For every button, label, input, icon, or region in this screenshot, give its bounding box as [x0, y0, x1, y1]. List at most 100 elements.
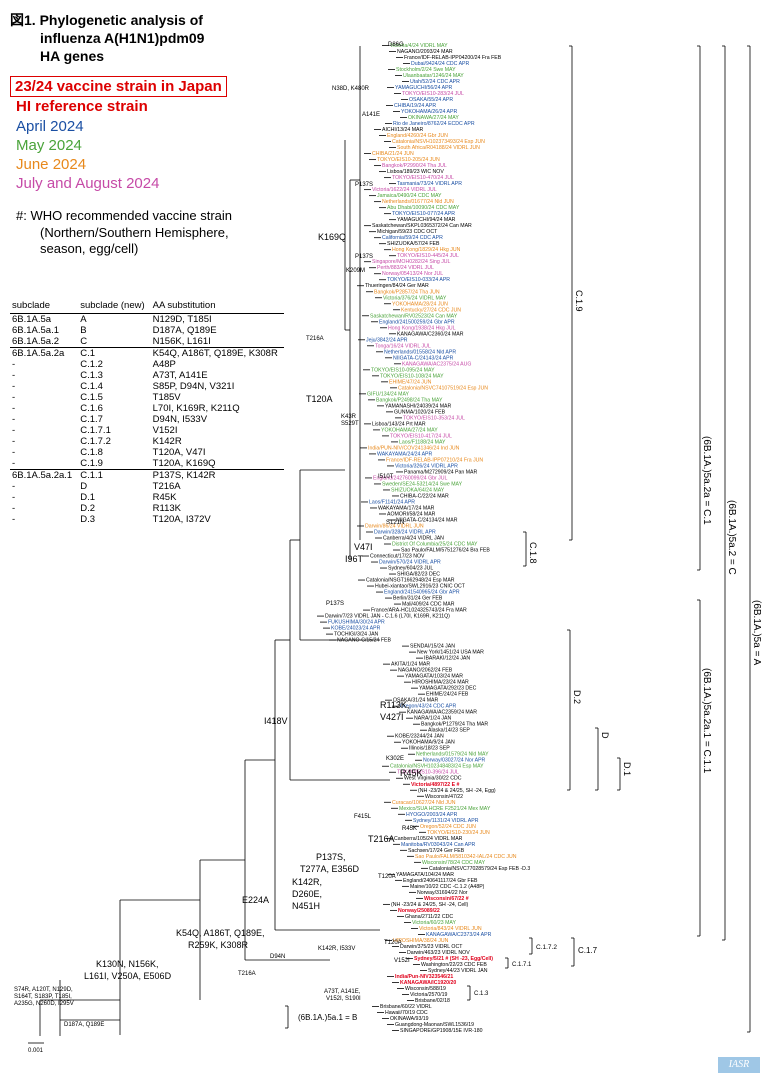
tree-leaf-label: SHIZUOKA/64/24 MAY	[391, 487, 445, 493]
table-cell: 6B.1A.5a.2	[12, 336, 60, 347]
tree-leaf-label: Wisconsin/78/24 CDC MAY	[422, 860, 486, 866]
mutation-label: V47I	[354, 542, 373, 552]
tree-leaf-label: Victoria/60/23 MAY	[412, 920, 456, 926]
tree-leaf-label: Victoria/326/24 VIDRL APR	[395, 463, 458, 469]
tree-leaf-label: SHIZUOKA/57/24 FEB	[387, 241, 440, 247]
tree-leaf-label: HIROSHIMA/23/24 MAR	[412, 680, 469, 686]
who-note-1: #: WHO recommended vaccine strain	[16, 208, 233, 223]
table-cell: B	[80, 325, 87, 336]
tree-leaf-label: Saskatchewan/RV02523/24 Can MAY	[370, 313, 458, 319]
clade-label-v1: (6B.1A.)5a = A	[751, 600, 762, 666]
tree-leaf-label: Brisbane/60/22 VIDRL	[380, 1004, 432, 1010]
tree-leaf-label: KOBE/24023/24 APR	[331, 626, 381, 632]
tree-leaf-label: WAKAYAMA/17/24 MAR	[378, 505, 435, 511]
tree-leaf-label: TOCHIGI/3/24 JAN	[334, 632, 379, 638]
tree-leaf-label: Victoria/4897/22 E #	[411, 782, 459, 788]
tree-leaf-label: YAMAGATA/292/23 DEC	[419, 686, 477, 692]
tree-leaf-label: Darwin/328/24 VIDRL APR	[374, 529, 436, 535]
tree-leaf-label: TOKYO/EIS10-077/24 APR	[392, 211, 455, 217]
tree-leaf-label: YAMAGUCHI/56/24 APR	[395, 85, 453, 91]
table-cell: -	[12, 447, 16, 458]
tree-leaf-label: OKINAWA/93/19	[390, 1016, 429, 1022]
tree-leaf-label: WAKAYAMA/24/24 APR	[377, 451, 433, 457]
tree-leaf-label: Maine/10/22 CDC -C.1.2 (A48P)	[410, 884, 485, 890]
tree-leaf-label: Mali/409/24 CDC MAR	[402, 602, 455, 608]
tree-leaf-label: Hong Kong/1938/24 Hkg JUL	[388, 325, 456, 331]
tree-leaf-label: Catalonia/NSVC77028579/24 Esp FEB -D.3	[429, 866, 530, 872]
mutation-label: K142R, I533V	[318, 946, 355, 952]
mutation-label: K54Q, A186T, Q189E,	[176, 928, 265, 938]
table-cell: C.1.9	[80, 458, 103, 469]
mutation-label: V152I	[394, 958, 410, 964]
mutation-label: A141E	[362, 112, 380, 118]
table-cell: R113K	[152, 503, 181, 514]
table-cell: -	[12, 370, 16, 381]
mutation-label: D260E,	[292, 889, 322, 899]
clade-label-v3: (6B.1A.)5a.2a = C.1	[701, 436, 712, 525]
tree-leaf-label: OSAKA/31/24 MAR	[393, 698, 439, 704]
mutation-label: I418V	[264, 716, 288, 726]
tree-leaf-label: YAMANASHI/24039/24 MAR	[385, 403, 451, 409]
tree-leaf-label: SENDAI/15/24 JAN	[410, 644, 455, 650]
tree-leaf-label: Bangkok/P2990/24 Tha JUL	[382, 163, 447, 169]
tree-leaf-label: KOBE/23244/24 JAN	[395, 734, 444, 740]
tree-leaf-label: TOKYO/EIS10-033/24 APR	[387, 277, 450, 283]
tree-leaf-label: Wisconsin/588/19	[405, 986, 446, 992]
tree-leaf-label: TOKYO/EIS10-205/24 JUN	[377, 157, 440, 163]
tree-leaf-label: South Africa/R04188/24 VIDRL JUN	[397, 145, 480, 151]
tree-leaf-label: France/IDF-RELAB-IPP04200/24 Fra FEB	[404, 55, 502, 61]
tree-leaf-label: OKINAWA/27/24 MAY	[408, 115, 459, 121]
tree-leaf-label: Laos/F1188/24 MAY	[399, 439, 446, 445]
mutation-label: P137S,	[316, 852, 346, 862]
mutation-label: A73T, A141E,	[324, 989, 361, 995]
table-cell: -	[12, 503, 16, 514]
mutation-label: A235G, N260D, I295V	[14, 1001, 74, 1007]
clade-label-v2: (6B.1A.)5a.2 = C	[726, 500, 737, 575]
mutation-label: D187A, Q189E	[64, 1022, 104, 1028]
clade-label-d2: D.2	[572, 690, 582, 704]
mutation-label: K130N, N156K,	[96, 959, 159, 969]
tree-leaf-label: Sydney/1131/24 VIDRL APR	[413, 818, 479, 824]
mutation-label: I96T	[345, 554, 364, 564]
tree-leaf-label: Abu Dhabi/10090/24 CDC MAY	[387, 205, 460, 211]
tree-leaf-label: England/240641117/24 Gbr FEB	[403, 878, 478, 884]
tree-leaf-label: Utah/52/24 CDC APR	[410, 79, 460, 85]
tree-leaf-label: SHIGA/82/23 DEC	[397, 572, 440, 578]
tree-leaf-label: Laos/F1141/24 APR	[369, 499, 415, 505]
mutation-label: T120A	[384, 940, 402, 946]
tree-leaf-label: Bangkok/P1279/24 Tha MAR	[421, 722, 488, 728]
figure-title-line-3: HA genes	[40, 48, 105, 64]
table-cell: C.1.7	[80, 414, 103, 425]
tree-leaf-label: Victoria/1622/24 VIDRL JUL	[372, 187, 437, 193]
clade-label-c17: C.1.7	[578, 946, 598, 955]
tree-leaf-label: Wisconsin/67/22 #	[424, 896, 469, 902]
tree-leaf-label: Catalonia/NSVH102348483/24 Esp MAY	[390, 764, 484, 770]
tree-leaf-label: TOKYO/EIS10-108/24 MAY	[380, 373, 444, 379]
tree-leaf-label: France/ARA-HCL024325743/24 Fra MAR	[371, 608, 467, 614]
tree-leaf-label: Mexico/SUA HCRE F2521/24 Mex MAY	[399, 806, 491, 812]
table-cell: C.1.2	[80, 359, 103, 370]
tree-leaf-label: Sao Paulo/FALM/5751276/24 Bra FEB	[401, 548, 490, 554]
tree-leaf-label: Lisboa/143/24 Prt MAR	[372, 421, 426, 427]
mutation-label: E224A	[242, 895, 269, 905]
tree-leaf-label: Catalonia/NSGT1662948/24 Esp MAR	[366, 578, 455, 584]
tree-leaf-label: NIIGATA-C/24143/24 APR	[393, 355, 454, 361]
mutation-label: N38D, K480R	[332, 86, 370, 92]
table-cell: -	[12, 458, 16, 469]
tree-leaf-label: Sachsen/17/24 Ger FEB	[408, 848, 465, 854]
table-cell: V152I	[152, 425, 178, 436]
tree-leaf-label: Perth/883/24 VIDRL JUL	[377, 265, 434, 271]
figure-title-line-1: 図1. Phylogenetic analysis of	[10, 12, 203, 28]
tree-leaf-label: KANAGAWA/AC2375/24 AUG	[402, 361, 471, 367]
tree-leaf-label: Norway/03027/24 Nor APR	[423, 758, 486, 764]
tree-leaf-label: England/242760099/24 Gbr JUL	[373, 475, 448, 481]
mutation-label: S529T	[341, 421, 359, 427]
